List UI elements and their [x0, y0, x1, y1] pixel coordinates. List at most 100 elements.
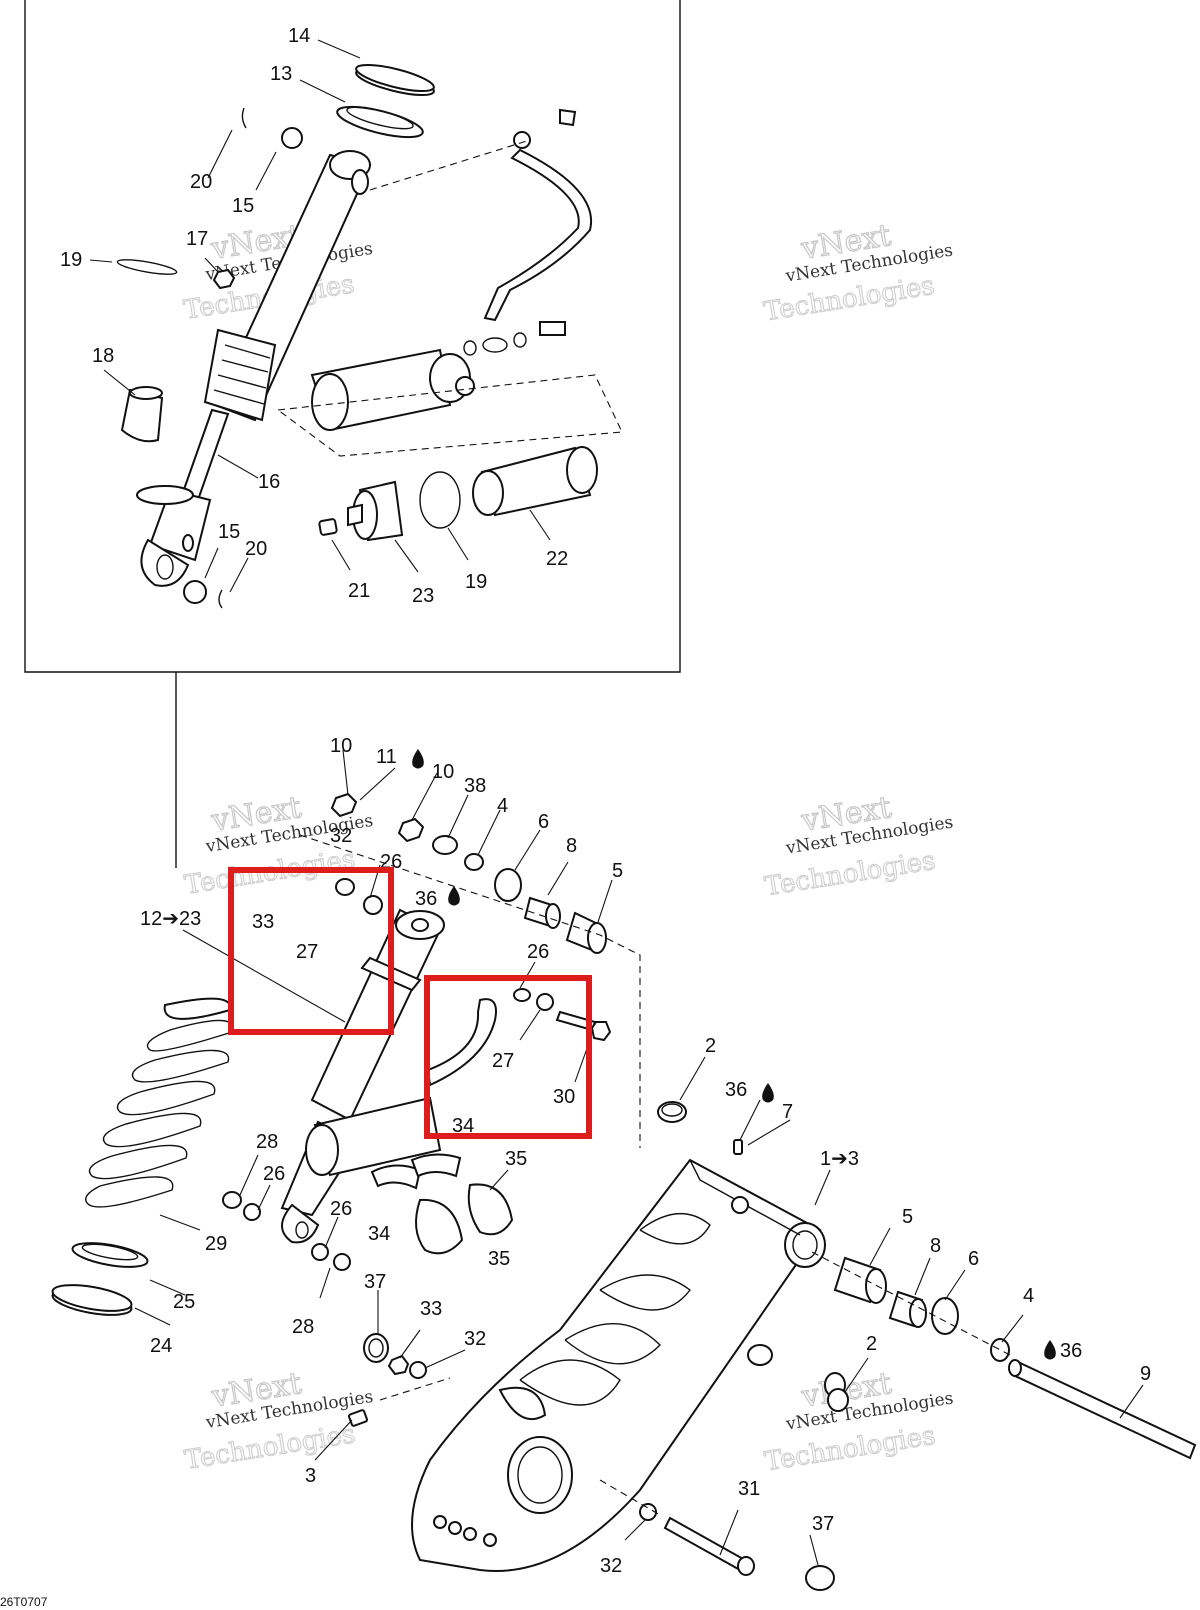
nut-10-a [330, 792, 358, 818]
callout-1-3: 1➔3 [820, 1148, 859, 1170]
o-ring-6-top [494, 868, 522, 902]
callout-10: 10 [432, 761, 454, 783]
plug-2-lower [827, 1388, 849, 1412]
callout-34: 34 [368, 1223, 390, 1245]
callout-23: 23 [412, 585, 434, 607]
nut-17 [212, 268, 236, 290]
callout-34: 34 [452, 1115, 474, 1137]
highlight-box-upper-mount [228, 867, 394, 1035]
bump-stop-18 [120, 386, 164, 443]
callout-28: 28 [256, 1131, 278, 1153]
callout-15: 15 [218, 521, 240, 543]
callout-6: 6 [538, 811, 549, 833]
callout-12-23: 12➔23 [140, 908, 201, 930]
oil-drop-icon [1044, 1340, 1056, 1360]
washer-38 [432, 835, 458, 855]
drawing-code: 26T0707 [0, 1595, 48, 1609]
o-ring-19 [116, 259, 178, 275]
spacer-27-a [335, 878, 355, 896]
spacer-27-b [536, 993, 554, 1011]
bushing-5-top [565, 911, 607, 954]
washer-28-b [333, 1253, 351, 1271]
callout-25: 25 [173, 1291, 195, 1313]
nut-10-b [397, 817, 425, 843]
oil-drop-icon [412, 749, 424, 769]
highlight-box-lower-mount [424, 975, 592, 1139]
callout-10: 10 [330, 735, 352, 757]
axis-line-top [299, 834, 641, 1148]
cap-37-bottom [805, 1565, 835, 1591]
reservoir-outline [276, 374, 623, 457]
spring-29 [85, 997, 234, 1208]
callout-22: 22 [546, 548, 568, 570]
callout-30: 30 [553, 1086, 575, 1108]
washer-4-right [990, 1338, 1010, 1362]
callout-27: 27 [296, 941, 318, 963]
callout-27: 27 [492, 1050, 514, 1072]
bushing-5-right [833, 1256, 887, 1304]
callout-21: 21 [348, 580, 370, 602]
bolt-30 [555, 1010, 612, 1042]
callout-37: 37 [364, 1271, 386, 1293]
callout-5: 5 [902, 1206, 913, 1228]
callout-19: 19 [60, 249, 82, 271]
callout-26: 26 [263, 1163, 285, 1185]
callout-6: 6 [968, 1248, 979, 1270]
clamp-34 [370, 1153, 462, 1190]
washer-26-b [513, 988, 531, 1002]
callout-38: 38 [464, 775, 486, 797]
callout-4: 4 [1023, 1285, 1034, 1307]
axis-line-inset [369, 139, 531, 191]
washer-28-a [222, 1191, 242, 1209]
callout-8: 8 [930, 1235, 941, 1257]
inset-frame [24, 0, 681, 673]
sleeve-22 [472, 446, 598, 517]
swing-arm-1 [411, 1158, 846, 1572]
shaft-9 [1008, 1359, 1197, 1460]
callout-36: 36 [1060, 1340, 1082, 1362]
washer-32-bottom [639, 1503, 657, 1521]
callout-24: 24 [150, 1335, 172, 1357]
callout-29: 29 [205, 1233, 227, 1255]
washer-26-c [243, 1203, 261, 1221]
callout-32: 32 [464, 1328, 486, 1350]
reservoir-hose [463, 108, 593, 356]
callout-36: 36 [415, 888, 437, 910]
callout-18: 18 [92, 345, 114, 367]
callout-labels: 14 13 20 15 17 19 18 16 15 20 21 23 19 2… [60, 25, 1151, 1577]
callout-4: 4 [497, 795, 508, 817]
callout-20: 20 [245, 538, 267, 560]
callout-5: 5 [612, 860, 623, 882]
main-reservoir [305, 998, 497, 1177]
bushing-15-bottom [183, 580, 223, 609]
callout-13: 13 [270, 63, 292, 85]
shock-body [136, 150, 372, 587]
axis-line-lower [379, 1377, 451, 1401]
valve-21 [318, 518, 338, 536]
bushing-15-top [241, 107, 303, 149]
fitting-3 [347, 1409, 369, 1427]
oil-drop-icon [448, 886, 460, 906]
watermark-4: vNext vNext Technologies Technologies [762, 789, 954, 902]
callout-36: 36 [725, 1079, 747, 1101]
callout-17: 17 [186, 228, 208, 250]
callout-31: 31 [738, 1478, 760, 1500]
bolt-31 [663, 1516, 755, 1576]
grease-fitting-7 [733, 1139, 743, 1155]
o-ring-19-reservoir [419, 471, 461, 529]
washer-26-a [363, 895, 383, 915]
callout-33: 33 [252, 911, 274, 933]
washer-26-d [311, 1243, 329, 1261]
callout-28: 28 [292, 1316, 314, 1338]
clamp-35 [415, 1183, 514, 1255]
spring-seat-24 [51, 1284, 133, 1316]
spring-seat-13 [336, 105, 424, 139]
callout-32: 32 [330, 825, 352, 847]
callout-11: 11 [376, 746, 397, 768]
callout-9: 9 [1140, 1363, 1151, 1385]
callout-2: 2 [866, 1333, 877, 1355]
callout-3: 3 [305, 1465, 316, 1487]
axis-line-right [811, 1251, 1011, 1356]
oil-drop-icon [762, 1083, 774, 1103]
